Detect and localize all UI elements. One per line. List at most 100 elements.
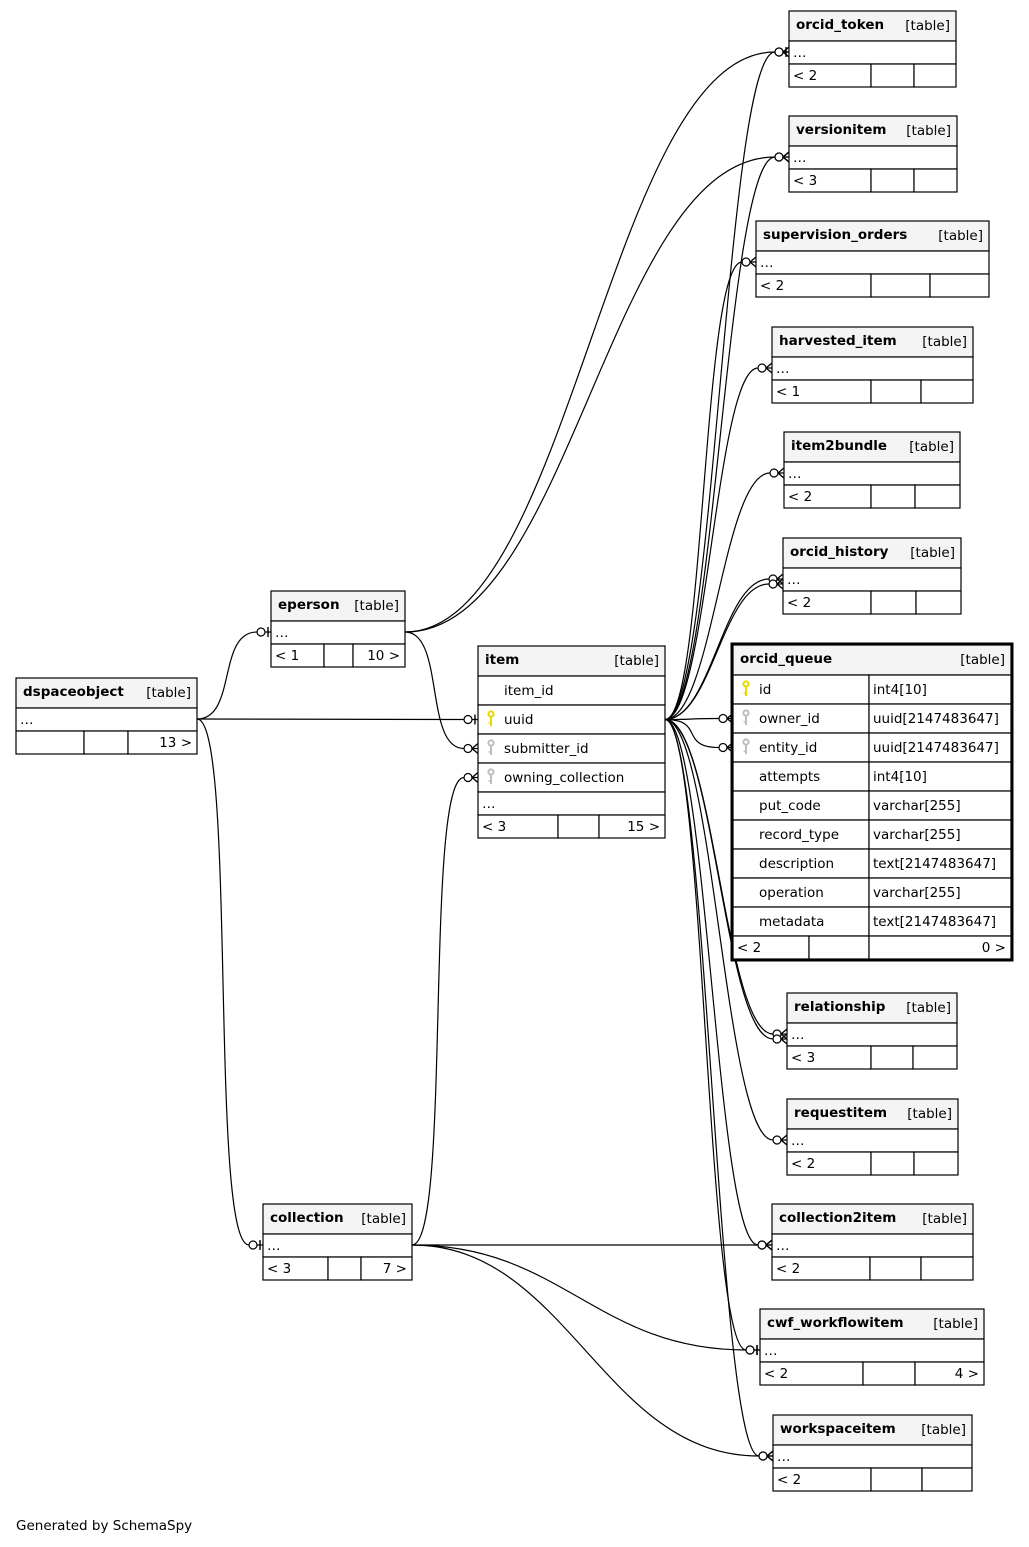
children-count: 0 >: [982, 940, 1006, 956]
table-kind-label: [table]: [361, 1211, 406, 1227]
more-columns-ellipsis: …: [777, 1449, 791, 1465]
table-kind-label: [table]: [922, 334, 967, 350]
column-row[interactable]: text[2147483647]description: [732, 848, 1012, 879]
optional-circle-icon: [718, 742, 728, 753]
more-columns-row[interactable]: [262, 1233, 413, 1258]
table-requestitem[interactable]: requestitem[table]…< 2: [786, 1098, 959, 1176]
column-name: entity_id: [759, 740, 817, 756]
parents-count: < 1: [275, 648, 299, 664]
table-header: [788, 10, 957, 42]
table-supervision-orders[interactable]: supervision_orders[table]…< 2: [755, 220, 990, 298]
table-name: requestitem: [794, 1105, 887, 1121]
parents-count: < 2: [791, 1156, 815, 1172]
more-columns-row[interactable]: [759, 1338, 985, 1363]
table-relationship[interactable]: relationship[table]…< 3: [786, 992, 958, 1070]
table-name: orcid_token: [796, 17, 884, 33]
more-columns-row[interactable]: [788, 40, 957, 65]
relationship-edge: [196, 627, 271, 720]
more-columns-ellipsis: …: [267, 1238, 281, 1254]
column-name: record_type: [759, 827, 839, 843]
table-kind-label: [table]: [906, 1000, 951, 1016]
parents-count: < 2: [776, 1261, 800, 1277]
column-row[interactable]: varchar[255]operation: [732, 877, 1012, 908]
table-name: relationship: [794, 999, 886, 1015]
relationship-edge: [412, 1239, 773, 1251]
table-name: supervision_orders: [763, 227, 907, 243]
parents-count: < 2: [787, 595, 811, 611]
column-row[interactable]: text[2147483647]metadata: [732, 906, 1012, 937]
crowfoot-many-icon: [765, 362, 773, 374]
column-row[interactable]: owning_collection: [477, 762, 666, 793]
table-name: orcid_history: [790, 544, 889, 560]
table-name: cwf_workflowitem: [767, 1315, 904, 1331]
more-columns-row[interactable]: [783, 461, 961, 486]
more-columns-row[interactable]: [782, 567, 962, 592]
column-name: item_id: [504, 683, 554, 699]
table-harvested-item[interactable]: harvested_item[table]…< 1: [771, 326, 974, 404]
table-orcid-history[interactable]: orcid_history[table]…< 2: [782, 537, 962, 615]
table-name: versionitem: [796, 122, 886, 138]
column-row[interactable]: uuid[2147483647]entity_id: [732, 732, 1012, 763]
table-name: item2bundle: [791, 438, 887, 454]
more-columns-row[interactable]: [772, 1444, 973, 1469]
column-type: varchar[255]: [873, 798, 961, 814]
more-columns-row[interactable]: [755, 250, 990, 275]
column-row[interactable]: int4[10]id: [732, 674, 1012, 705]
optional-circle-icon: [741, 257, 751, 267]
more-columns-row[interactable]: [786, 1128, 959, 1153]
column-name: description: [759, 856, 834, 872]
table-orcid-token[interactable]: orcid_token[table]…< 2: [788, 10, 957, 88]
parents-count: < 3: [267, 1261, 291, 1277]
column-name: metadata: [759, 914, 824, 930]
column-name: owner_id: [759, 711, 820, 727]
table-footer: < 2: [771, 1256, 974, 1281]
more-columns-row[interactable]: [771, 1233, 974, 1258]
column-row[interactable]: uuid: [477, 704, 666, 735]
more-columns-row[interactable]: [15, 707, 198, 732]
relationship-edge: [411, 1244, 774, 1462]
column-type: uuid[2147483647]: [873, 711, 999, 727]
table-versionitem[interactable]: versionitem[table]…< 3: [788, 115, 958, 193]
column-row[interactable]: uuid[2147483647] owner_id: [732, 703, 1012, 734]
more-columns-row[interactable]: [771, 356, 974, 381]
table-workspaceitem[interactable]: workspaceitem[table]…< 2: [772, 1414, 973, 1492]
column-row[interactable]: int4[10]attempts: [732, 761, 1012, 792]
table-item[interactable]: item[table]item_iduuidsubmitter_idowning…: [477, 645, 666, 839]
more-columns-ellipsis: …: [482, 796, 496, 812]
column-row[interactable]: item_id: [477, 675, 666, 706]
optional-circle-icon: [772, 1034, 782, 1044]
relationship-edge: [664, 362, 773, 721]
table-footer: < 1: [771, 379, 974, 404]
more-columns-row[interactable]: [477, 791, 666, 816]
optional-circle-icon: [757, 1240, 767, 1250]
crowfoot-many-icon: [780, 1134, 788, 1146]
crowfoot-many-icon: [766, 1450, 774, 1462]
table-footer: < 2: [772, 1467, 973, 1492]
table-dspaceobject[interactable]: dspaceobject[table]…13 >: [15, 677, 198, 755]
table-kind-label: [table]: [909, 439, 954, 455]
children-count: 13 >: [159, 735, 192, 751]
column-row[interactable]: varchar[255]record_type: [732, 819, 1012, 850]
column-row[interactable]: submitter_id: [477, 733, 666, 764]
crowfoot-many-icon: [776, 578, 784, 590]
table-collection2item[interactable]: collection2item[table]…< 2: [771, 1203, 974, 1281]
relationship-edge: [664, 151, 790, 721]
optional-circle-icon: [768, 579, 778, 589]
table-orcid-queue[interactable]: orcid_queue[table]int4[10]iduuid[2147483…: [730, 642, 1014, 962]
table-header: [270, 590, 406, 622]
column-type: varchar[255]: [873, 885, 961, 901]
more-columns-ellipsis: …: [764, 1343, 778, 1359]
column-row[interactable]: varchar[255]put_code: [732, 790, 1012, 821]
more-columns-row[interactable]: [270, 620, 406, 645]
table-header: [788, 115, 958, 147]
more-columns-row[interactable]: [788, 145, 958, 170]
more-columns-row[interactable]: [786, 1022, 958, 1047]
table-item2bundle[interactable]: item2bundle[table]…< 2: [783, 431, 961, 509]
parents-count: < 2: [788, 489, 812, 505]
